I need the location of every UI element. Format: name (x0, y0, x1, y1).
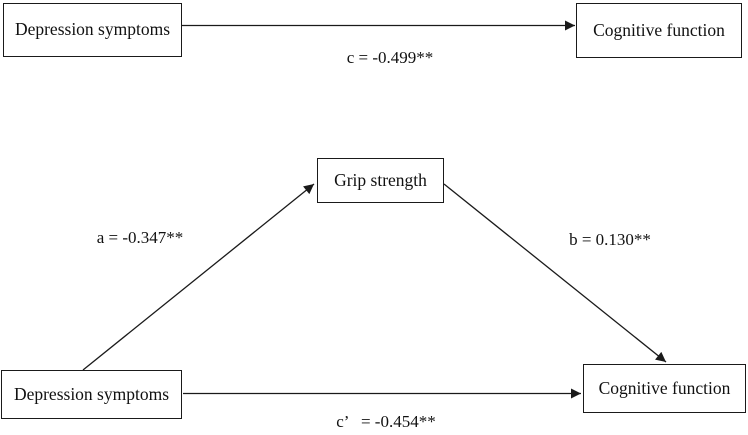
path-c-prime-coefficient-label: c’ = -0.454** (336, 412, 436, 431)
path-b-arrow (443, 183, 667, 363)
path-b-coefficient-label: b = 0.130** (569, 230, 651, 249)
path-a-coefficient-label: a = -0.347** (96, 228, 184, 247)
total-model-outcome-box: Cognitive function (576, 3, 742, 58)
path-a-arrow (82, 183, 315, 371)
total-model-predictor-box: Depression symptoms (3, 3, 182, 57)
mediator-box: Grip strength (317, 158, 444, 203)
path-c-coefficient-label: c = -0.499** (346, 48, 434, 67)
mediation-model-outcome-box: Cognitive function (583, 364, 746, 413)
mediation-model-predictor-box: Depression symptoms (1, 370, 182, 419)
